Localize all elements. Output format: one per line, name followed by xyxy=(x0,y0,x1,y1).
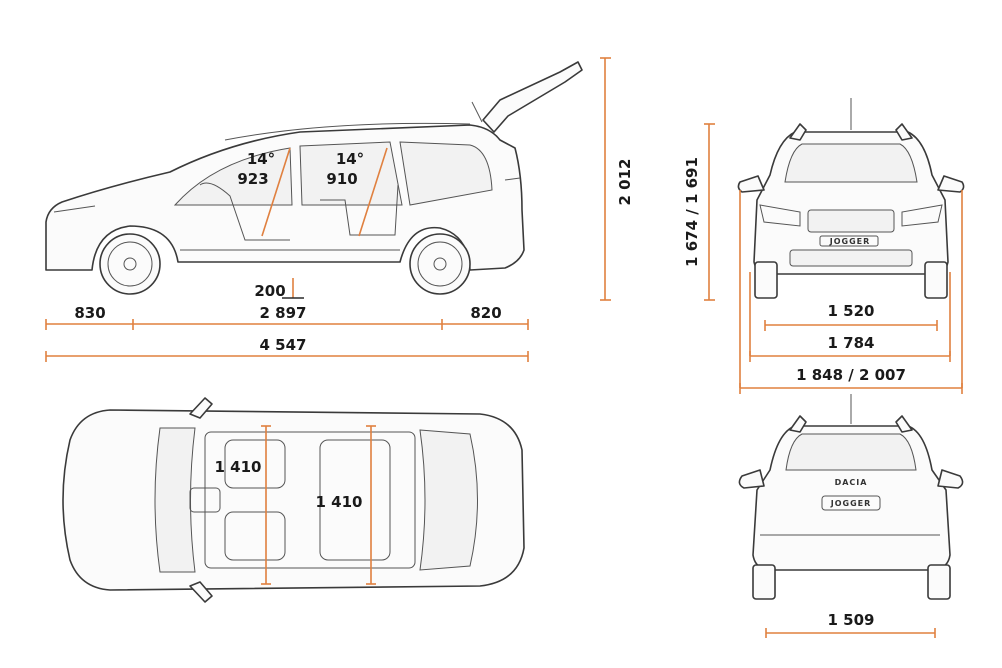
rear-view-dimensions xyxy=(765,628,936,638)
overall-length-label: 4 547 xyxy=(260,336,307,354)
front-seat-angle: 14° xyxy=(247,150,275,168)
mirror-width-label: 1 848 / 2 007 xyxy=(796,366,906,384)
rear-model-badge: JOGGER xyxy=(830,499,872,508)
ground-clearance-label: 200 xyxy=(254,282,285,300)
rear-view-car xyxy=(738,394,964,600)
side-view-dimensions xyxy=(45,57,611,362)
rear-elbow-width-label: 1 410 xyxy=(316,493,363,511)
front-overhang-label: 830 xyxy=(74,304,105,322)
rear-seat-angle: 14° xyxy=(336,150,364,168)
front-seat-height: 923 xyxy=(237,170,268,188)
top-view-dimensions xyxy=(261,425,376,585)
rear-overhang-label: 820 xyxy=(470,304,501,322)
front-view-dimensions xyxy=(704,123,963,394)
front-track-label: 1 520 xyxy=(828,302,875,320)
body-width-label: 1 784 xyxy=(828,334,875,352)
wheelbase-label: 2 897 xyxy=(260,304,307,322)
vehicle-height-label: 1 674 / 1 691 xyxy=(683,157,701,267)
top-view-car xyxy=(62,397,525,603)
height-tailgate-open-label: 2 012 xyxy=(616,159,634,206)
rear-track-label: 1 509 xyxy=(828,611,875,629)
rear-seat-height: 910 xyxy=(326,170,357,188)
side-view-car xyxy=(45,61,583,295)
front-grille-badge: JOGGER xyxy=(829,237,871,246)
front-view-car xyxy=(737,98,965,299)
front-elbow-width-label: 1 410 xyxy=(215,458,262,476)
rear-brand-badge: DACIA xyxy=(835,478,868,487)
